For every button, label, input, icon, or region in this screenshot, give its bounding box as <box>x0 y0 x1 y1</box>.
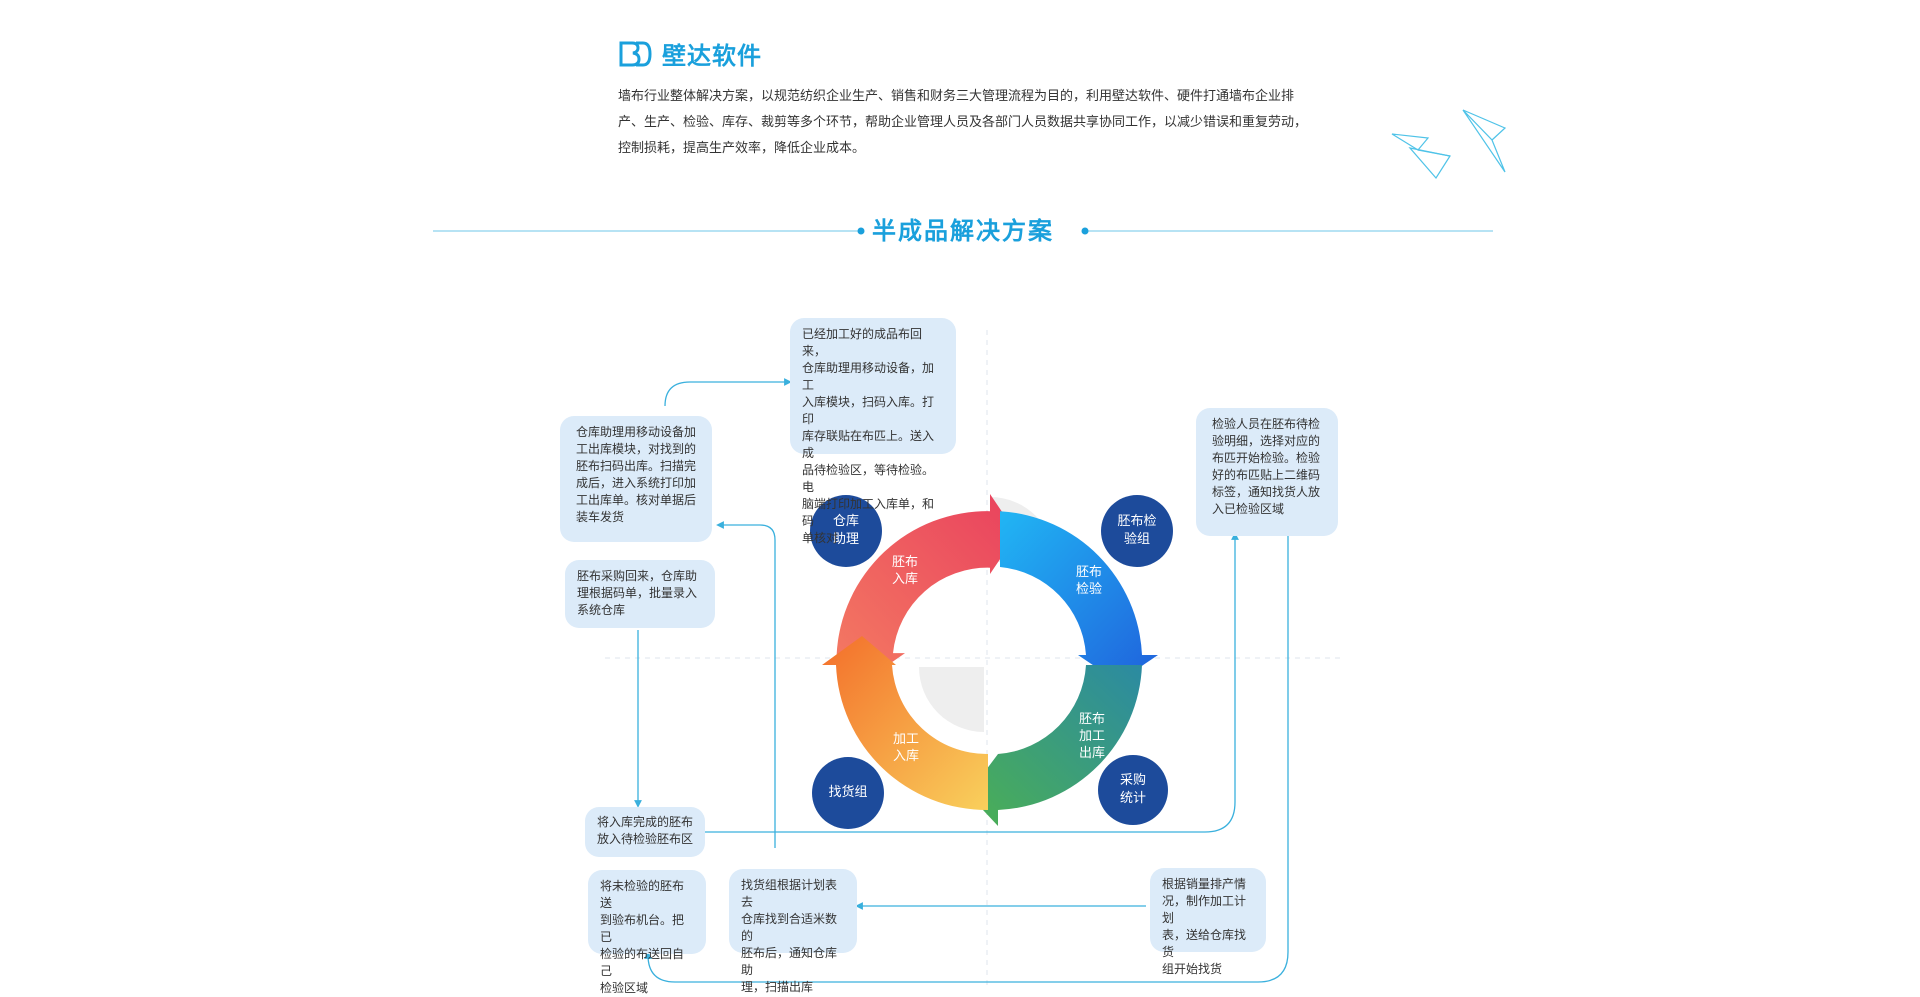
intro-line-1: 墙布行业整体解决方案，以规范纺织企业生产、销售和财务三大管理流程为目的，利用壁达… <box>618 89 1295 104</box>
node-warehouse-assistant: 仓库助理 <box>810 495 882 567</box>
ring-segment-processing-out <box>968 665 1142 826</box>
ring-label-inspection: 胚布检验 <box>1075 565 1102 597</box>
box-picking-plan: 找货组根据计划表去仓库找到合适米数的胚布后，通知仓库助理，扫描出库 <box>729 869 857 994</box>
crosshair-guides <box>605 330 1340 985</box>
box-purchase-intake: 胚布采购回来，仓库助理根据码单，批量录入系统仓库 <box>565 560 715 628</box>
section-title: 半成品解决方案 <box>872 217 1054 245</box>
box-processing-outbound: 仓库助理用移动设备加工出库模块，对找到的胚布扫码出库。扫描完成后，进入系统打印加… <box>560 416 712 542</box>
ring-label-processing-in: 加工入库 <box>892 732 919 764</box>
ring-segment-inspection <box>1000 511 1158 682</box>
intro-line-2: 产、生产、检验、库存、裁剪等多个环节，帮助企业管理人员及各部门人员数据共享协同工… <box>618 115 1308 130</box>
node-picking-team: 找货组 <box>812 757 884 829</box>
ring-label-intake: 胚布入库 <box>891 555 918 587</box>
title-divider <box>433 227 1493 235</box>
ring-segment-intake <box>836 494 1017 681</box>
intro-paragraph: 墙布行业整体解决方案，以规范纺织企业生产、销售和财务三大管理流程为目的，利用壁达… <box>618 84 1318 162</box>
box-production-plan: 根据销量排产情况，制作加工计划表，送给仓库找货组开始找货 <box>1150 868 1266 976</box>
section-title-row: 半成品解决方案 <box>433 214 1493 248</box>
brand-name: 壁达软件 <box>662 42 762 70</box>
node-purchase-stats: 采购统计 <box>1098 755 1168 825</box>
box-place-uninspected: 将入库完成的胚布放入待检验胚布区 <box>585 807 705 857</box>
box-finished-intake: 已经加工好的成品布回来，仓库助理用移动设备，加工入库模块，扫码入库。打印库存联贴… <box>790 318 956 545</box>
bd-logo-icon <box>619 41 652 66</box>
box-inspection-process: 检验人员在胚布待检验明细，选择对应的布匹开始检验。检验好的布匹贴上二维码标签，通… <box>1196 408 1338 536</box>
inner-quadrant-bl <box>919 667 984 732</box>
intro-line-3: 控制损耗，提高生产效率，降低企业成本。 <box>618 141 866 156</box>
brand-logo: 壁达软件 <box>618 36 762 71</box>
node-inspection-team: 胚布检验组 <box>1101 495 1173 567</box>
ring-segment-processing-in <box>822 636 988 811</box>
ring-label-processing-out: 胚布加工出库 <box>1078 712 1105 761</box>
box-send-to-inspection: 将未检验的胚布送到验布机台。把已检验的布送回自己检验区域 <box>588 870 706 995</box>
